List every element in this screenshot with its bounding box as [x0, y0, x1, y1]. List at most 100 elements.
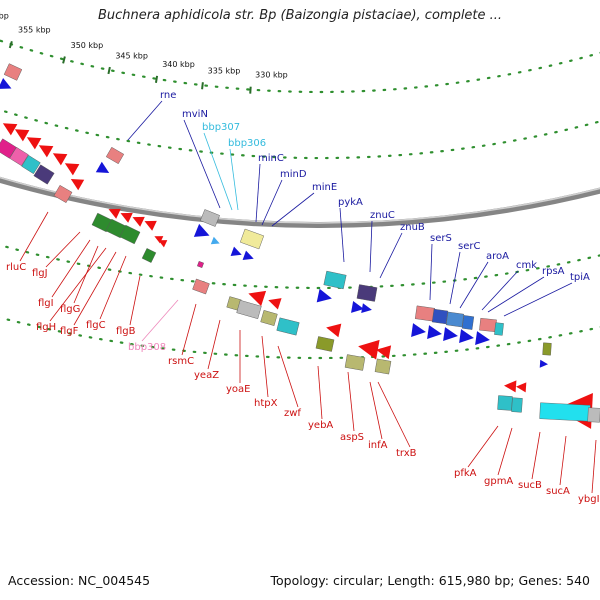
gene-label-flgF[interactable]: flgF — [60, 326, 79, 337]
gene-feature-arrow — [376, 345, 392, 360]
gene-label-bbp307[interactable]: bbp307 — [202, 122, 240, 133]
gene-feature-block — [197, 261, 204, 268]
gene-feature-arrow — [504, 380, 517, 393]
leader-line — [127, 100, 163, 141]
kbp-tick-label: 330 kbp — [255, 71, 288, 80]
gene-feature-block — [374, 358, 392, 375]
gene-label-znuB[interactable]: znuB — [400, 222, 425, 233]
gene-feature-block — [200, 209, 220, 227]
gene-label-serC[interactable]: serC — [458, 241, 480, 252]
leader-line — [347, 371, 355, 432]
gene-feature-arrow — [351, 301, 364, 313]
gene-feature-arrow — [38, 145, 54, 158]
gene-label-infA[interactable]: infA — [368, 440, 388, 451]
gene-label-rne[interactable]: rne — [160, 90, 176, 101]
gene-feature-block — [0, 138, 17, 159]
gene-label-serS[interactable]: serS — [430, 233, 452, 244]
leader-line — [317, 365, 323, 420]
gene-feature-arrow — [326, 323, 342, 338]
gene-feature-block — [539, 402, 591, 422]
kbp-tick-mark — [62, 56, 66, 64]
gene-feature-block — [497, 395, 513, 411]
gene-feature-arrow — [210, 236, 220, 245]
gene-label-minE[interactable]: minE — [312, 182, 337, 193]
leader-line — [51, 239, 91, 298]
gene-feature-arrow — [0, 78, 12, 89]
gene-feature-arrow — [411, 323, 426, 337]
gene-label-ybgI[interactable]: ybgI — [578, 494, 600, 505]
gene-feature-arrow — [70, 179, 85, 191]
gene-features — [0, 63, 600, 429]
gene-label-flgH[interactable]: flgH — [36, 322, 56, 333]
gene-label-sucB[interactable]: sucB — [518, 480, 542, 491]
gene-label-yoaE[interactable]: yoaE — [226, 384, 250, 395]
leader-line — [255, 163, 261, 223]
leader-line — [141, 299, 179, 342]
chromosome-backbone-highlight — [0, 176, 600, 224]
gene-feature-block — [33, 164, 55, 185]
gene-label-flgC[interactable]: flgC — [86, 320, 106, 331]
gene-label-bbp308[interactable]: bbp308 — [128, 342, 166, 353]
gene-label-rluC[interactable]: rluC — [6, 262, 26, 273]
gene-label-gpmA[interactable]: gpmA — [484, 476, 513, 487]
gene-label-bbp306[interactable]: bbp306 — [228, 138, 266, 149]
gene-label-zwf[interactable]: zwf — [284, 408, 301, 419]
gene-label-minD[interactable]: minD — [280, 169, 307, 180]
kbp-tick-label: 340 kbp — [162, 60, 195, 69]
gene-label-htpX[interactable]: htpX — [254, 398, 278, 409]
leader-line — [19, 211, 49, 262]
kbp-tick-label: 350 kbp — [71, 41, 104, 50]
gene-label-rsmC[interactable]: rsmC — [168, 356, 194, 367]
gene-feature-block — [414, 305, 436, 322]
leader-line — [449, 251, 461, 305]
gene-feature-arrow — [14, 129, 30, 142]
gene-feature-block — [9, 147, 29, 166]
leader-line — [261, 179, 283, 226]
gene-feature-arrow — [132, 216, 145, 227]
leader-line — [183, 119, 221, 209]
gene-label-trxB[interactable]: trxB — [396, 448, 417, 459]
leader-line — [277, 345, 299, 408]
gene-label-minC[interactable]: minC — [258, 153, 284, 164]
gene-label-sucA[interactable]: sucA — [546, 486, 570, 497]
gene-feature-block — [479, 317, 497, 333]
kbp-tick-label: 355 kbp — [18, 26, 51, 35]
leader-line — [203, 132, 233, 211]
gene-label-cmk[interactable]: cmk — [516, 260, 537, 271]
kbp-tick-mark — [154, 75, 159, 83]
gene-label-pfkA[interactable]: pfkA — [454, 468, 477, 479]
gene-label-pykA[interactable]: pykA — [338, 197, 363, 208]
leader-line — [497, 427, 513, 476]
gene-feature-arrow — [316, 288, 332, 303]
kbp-ticks: 380 kbp375 kbp370 kbp365 kbp360 kbp355 k… — [0, 11, 288, 94]
gene-label-yebA[interactable]: yebA — [308, 420, 333, 431]
leader-line — [45, 231, 81, 268]
gene-feature-arrow — [120, 212, 133, 223]
gene-label-znuC[interactable]: znuC — [370, 210, 395, 221]
gene-feature-block — [445, 311, 465, 328]
leader-line — [369, 381, 383, 440]
gene-feature-block — [587, 407, 600, 423]
gene-label-tpiA[interactable]: tpiA — [570, 272, 590, 283]
gene-feature-arrow — [539, 359, 548, 368]
gene-feature-block — [323, 270, 347, 290]
gene-label-flgJ[interactable]: flgJ — [32, 268, 48, 279]
gene-label-flgG[interactable]: flgG — [60, 304, 80, 315]
gene-label-aspS[interactable]: aspS — [340, 432, 364, 443]
kbp-tick-label: 345 kbp — [115, 51, 148, 60]
gene-feature-arrow — [230, 246, 242, 256]
leader-line — [339, 207, 345, 263]
kbp-tick-label: 360 kbp — [0, 11, 9, 20]
kbp-tick-mark — [8, 40, 13, 49]
gene-feature-block — [239, 228, 265, 250]
leader-line — [377, 381, 411, 448]
gene-label-aroA[interactable]: aroA — [486, 251, 509, 262]
gene-label-rpsA[interactable]: rpsA — [542, 266, 565, 277]
topology-summary: Topology: circular; Length: 615,980 bp; … — [270, 573, 591, 588]
gene-label-mviN[interactable]: mviN — [182, 109, 208, 120]
leader-line — [181, 303, 197, 356]
gene-label-yeaZ[interactable]: yeaZ — [194, 370, 219, 381]
gene-label-flgI[interactable]: flgI — [38, 298, 54, 309]
gene-label-flgB[interactable]: flgB — [116, 326, 136, 337]
